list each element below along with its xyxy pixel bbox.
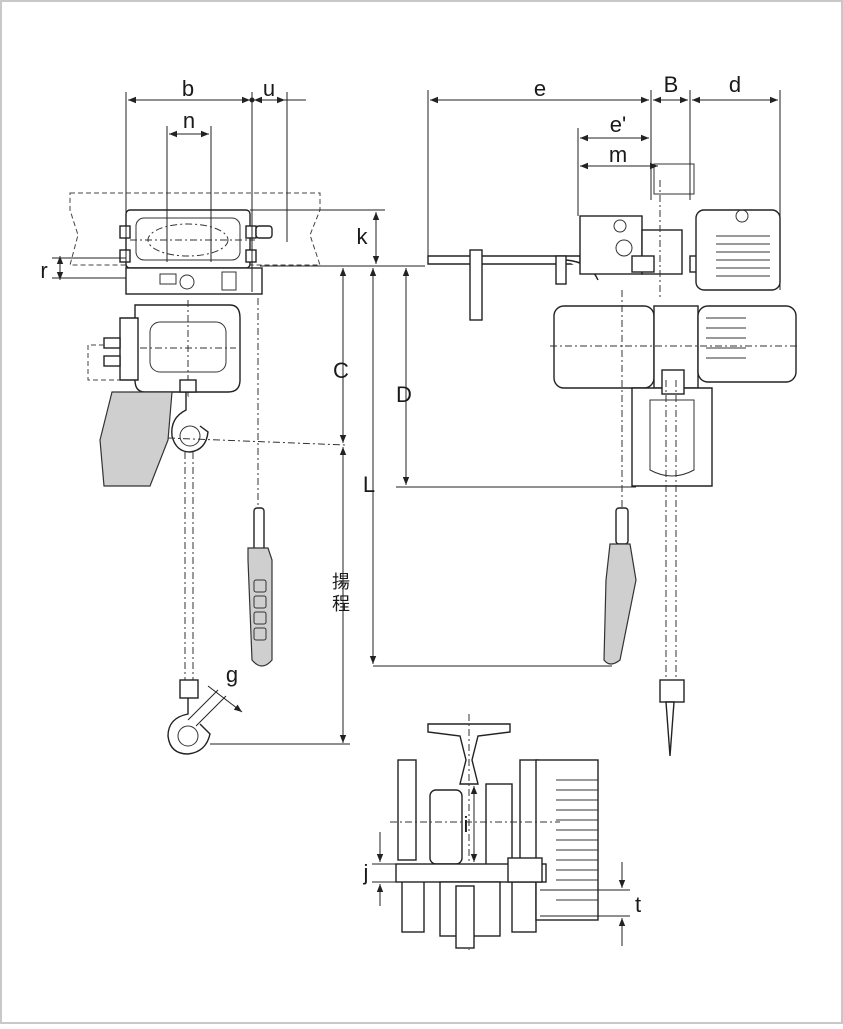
label-D: D [396, 382, 412, 407]
label-u: u [263, 76, 275, 101]
detail-view [390, 714, 599, 950]
label-e-prime: e' [610, 112, 626, 137]
label-lift-1: 揚 [332, 572, 350, 592]
label-g: g [226, 662, 238, 687]
side-view-dimensions [427, 90, 781, 290]
label-n: n [183, 108, 195, 133]
front-view-dimensions [52, 92, 636, 745]
label-b: b [182, 76, 194, 101]
label-i: i [464, 812, 469, 837]
label-r: r [40, 258, 47, 283]
detail-view-dimensions [372, 786, 630, 946]
label-t: t [635, 892, 641, 917]
label-B: B [664, 72, 679, 97]
label-e: e [534, 76, 546, 101]
label-lift-2: 程 [332, 594, 350, 614]
front-view [69, 192, 346, 755]
label-C: C [333, 358, 349, 383]
label-m: m [609, 142, 627, 167]
label-L: L [363, 472, 375, 497]
label-j: j [363, 860, 369, 885]
label-k: k [357, 224, 369, 249]
side-view [427, 163, 800, 757]
label-d: d [729, 72, 741, 97]
